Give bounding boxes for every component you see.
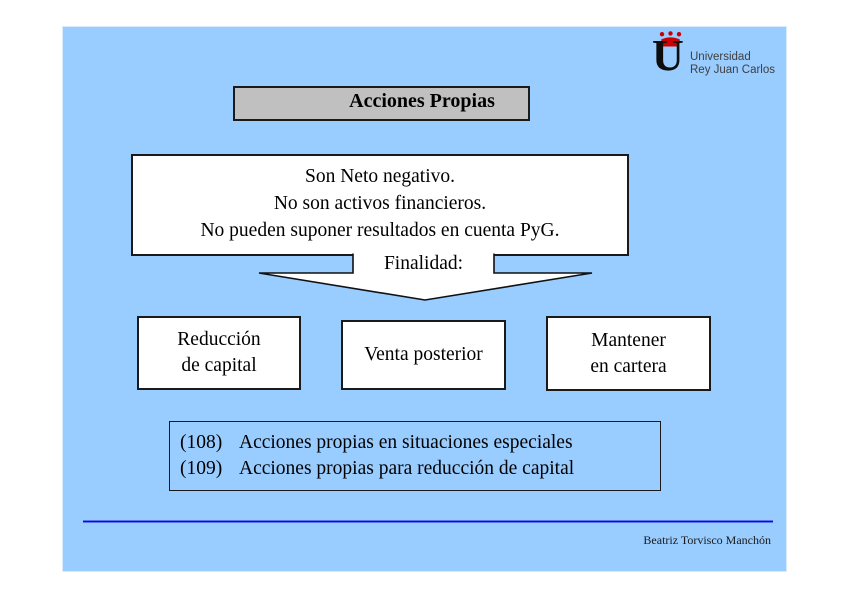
- account-line: (108) Acciones propias en situaciones esp…: [180, 430, 660, 456]
- footer-author: Beatriz Torvisco Manchón: [643, 533, 771, 547]
- university-logo-letter: U: [652, 31, 684, 80]
- slide-background: U Universidad Rey Juan Carlos Acciones P…: [62, 26, 787, 572]
- accounts-box: (108) Acciones propias en situaciones esp…: [169, 421, 661, 491]
- purpose-line: Mantener: [591, 329, 666, 351]
- statement-line: Son Neto negativo.: [304, 166, 456, 187]
- account-code: (108): [180, 432, 223, 453]
- statement-line: No son activos financieros.: [273, 193, 487, 214]
- slide-title: Acciones Propias: [349, 90, 495, 112]
- account-label: Acciones propias para reducción de capit…: [239, 458, 575, 479]
- purpose-box-mantener: Mantener en cartera: [546, 316, 711, 391]
- statement-line: No pueden suponer resultados en cuenta P…: [200, 220, 560, 241]
- account-line: (109) Acciones propias para reducción de …: [180, 456, 660, 482]
- down-arrow-shape: [258, 253, 593, 301]
- university-name-line1: Universidad: [690, 51, 751, 63]
- university-name-line2: Rey Juan Carlos: [690, 64, 776, 76]
- account-code: (109): [180, 458, 223, 479]
- purpose-box-reduccion: Reducción de capital: [137, 316, 301, 390]
- purpose-box-venta: Venta posterior: [341, 320, 506, 390]
- title-box: [233, 86, 530, 121]
- purpose-line: en cartera: [590, 355, 667, 377]
- arrow-label: Finalidad:: [383, 253, 464, 274]
- purpose-line: Venta posterior: [364, 344, 483, 365]
- footer-divider-line: [83, 520, 773, 523]
- purpose-line: de capital: [181, 355, 257, 376]
- account-label: Acciones propias en situaciones especial…: [239, 432, 573, 453]
- crown-icon: [659, 31, 682, 47]
- purpose-line: Reducción: [177, 329, 261, 350]
